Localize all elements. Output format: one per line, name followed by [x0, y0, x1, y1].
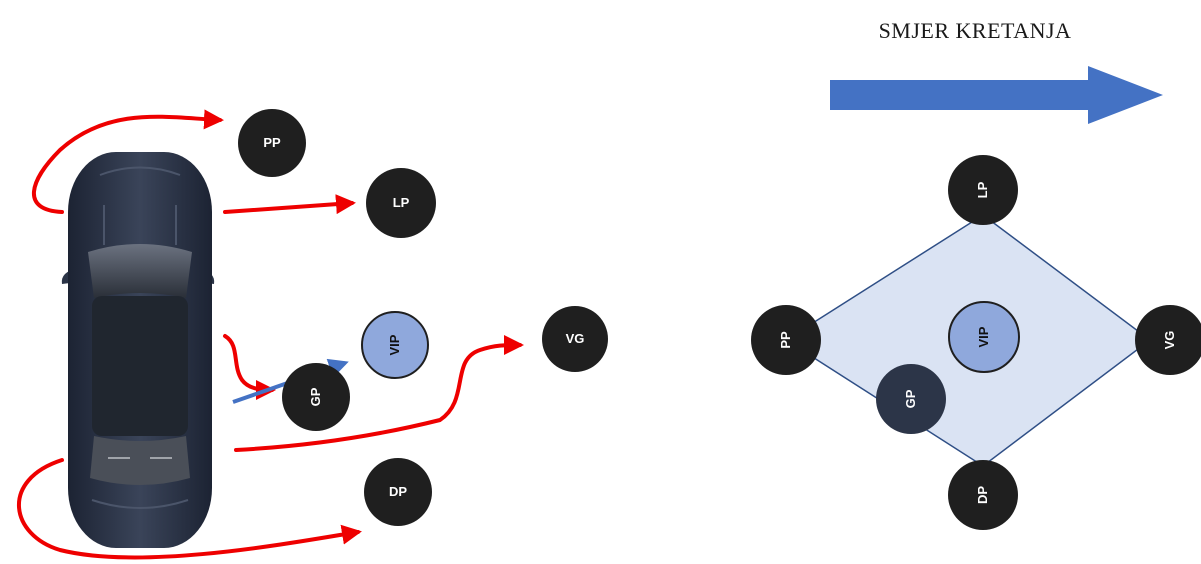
node-dp-right-label: DP	[975, 486, 990, 504]
node-pp-left: PP	[238, 109, 306, 177]
node-vg-right: VG	[1135, 305, 1201, 375]
node-vip-right: VIP	[948, 301, 1020, 373]
route-arrows	[17, 109, 524, 560]
node-vip-left-label: VIP	[387, 334, 402, 355]
route-to-vg	[234, 335, 524, 452]
node-pp-right-label: PP	[778, 331, 793, 349]
route-to-gp	[223, 334, 276, 400]
direction-arrow	[830, 66, 1163, 124]
node-gp-right-label: GP	[903, 389, 918, 408]
node-pp-right: PP	[751, 305, 821, 375]
node-gp-right: GP	[876, 364, 946, 434]
route-to-pp	[31, 109, 224, 214]
node-gp-left-label: GP	[308, 387, 323, 406]
car	[61, 152, 215, 548]
node-vg-left-label: VG	[566, 331, 585, 346]
node-vip-left: VIP	[361, 311, 429, 379]
node-lp-left: LP	[366, 168, 436, 238]
node-dp-right: DP	[948, 460, 1018, 530]
direction-title: SMJER KRETANJA	[879, 18, 1072, 43]
route-to-lp	[223, 194, 356, 215]
node-pp-left-label: PP	[263, 135, 281, 150]
node-lp-left-label: LP	[393, 195, 410, 210]
node-vg-right-label: VG	[1162, 331, 1177, 350]
node-dp-left: DP	[364, 458, 432, 526]
node-dp-left-label: DP	[389, 484, 407, 499]
node-vip-right-label: VIP	[976, 326, 991, 347]
node-lp-right: LP	[948, 155, 1018, 225]
node-gp-left: GP	[282, 363, 350, 431]
node-lp-right-label: LP	[975, 181, 990, 198]
node-vg-left: VG	[542, 306, 608, 372]
route-to-dp	[17, 458, 362, 560]
